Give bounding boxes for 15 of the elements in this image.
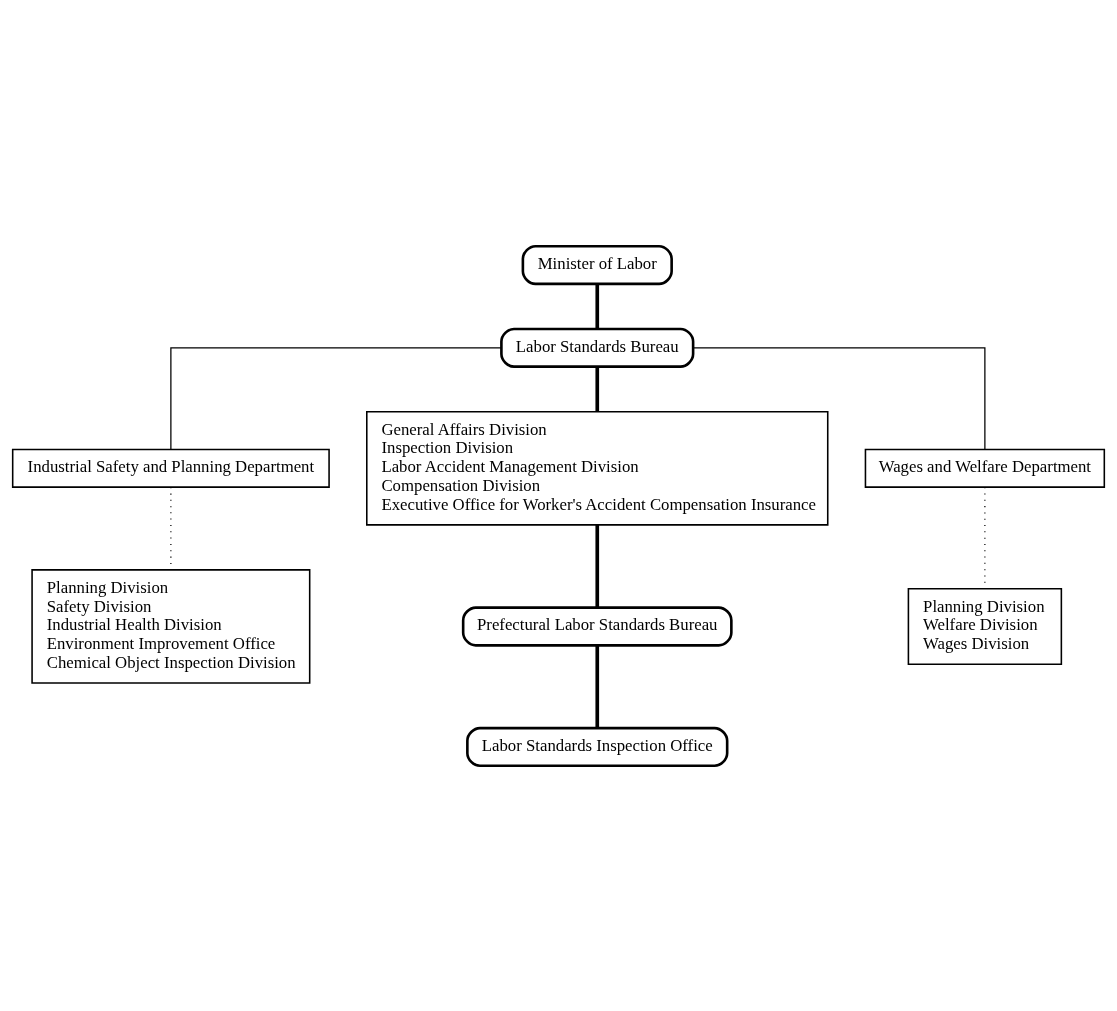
node-box: Industrial Safety and Planning Department: [11, 448, 330, 488]
node-box: Planning Division Welfare Division Wages Division: [907, 587, 1063, 665]
connector: [595, 645, 600, 728]
connector: [170, 346, 502, 450]
node-box: General Affairs Division Inspection Division Labor Accident Management Division Compensation Division Executive Office for Worker's Accident Compensation Insurance: [366, 410, 829, 526]
node-box: Wages and Welfare Department: [864, 448, 1106, 488]
connector: [595, 366, 600, 412]
node-box: Labor Standards Bureau: [500, 327, 695, 368]
node-box: Prefectural Labor Standards Bureau: [461, 605, 733, 647]
node-box: Planning Division Safety Division Industrial Health Division Environment Improvement Office Chemical Object Inspection Division: [31, 568, 311, 684]
connector: [692, 346, 986, 450]
node-box: Minister of Labor: [521, 244, 673, 285]
node-box: Labor Standards Inspection Office: [466, 726, 729, 767]
connector: [595, 524, 600, 607]
connector: [595, 283, 600, 329]
